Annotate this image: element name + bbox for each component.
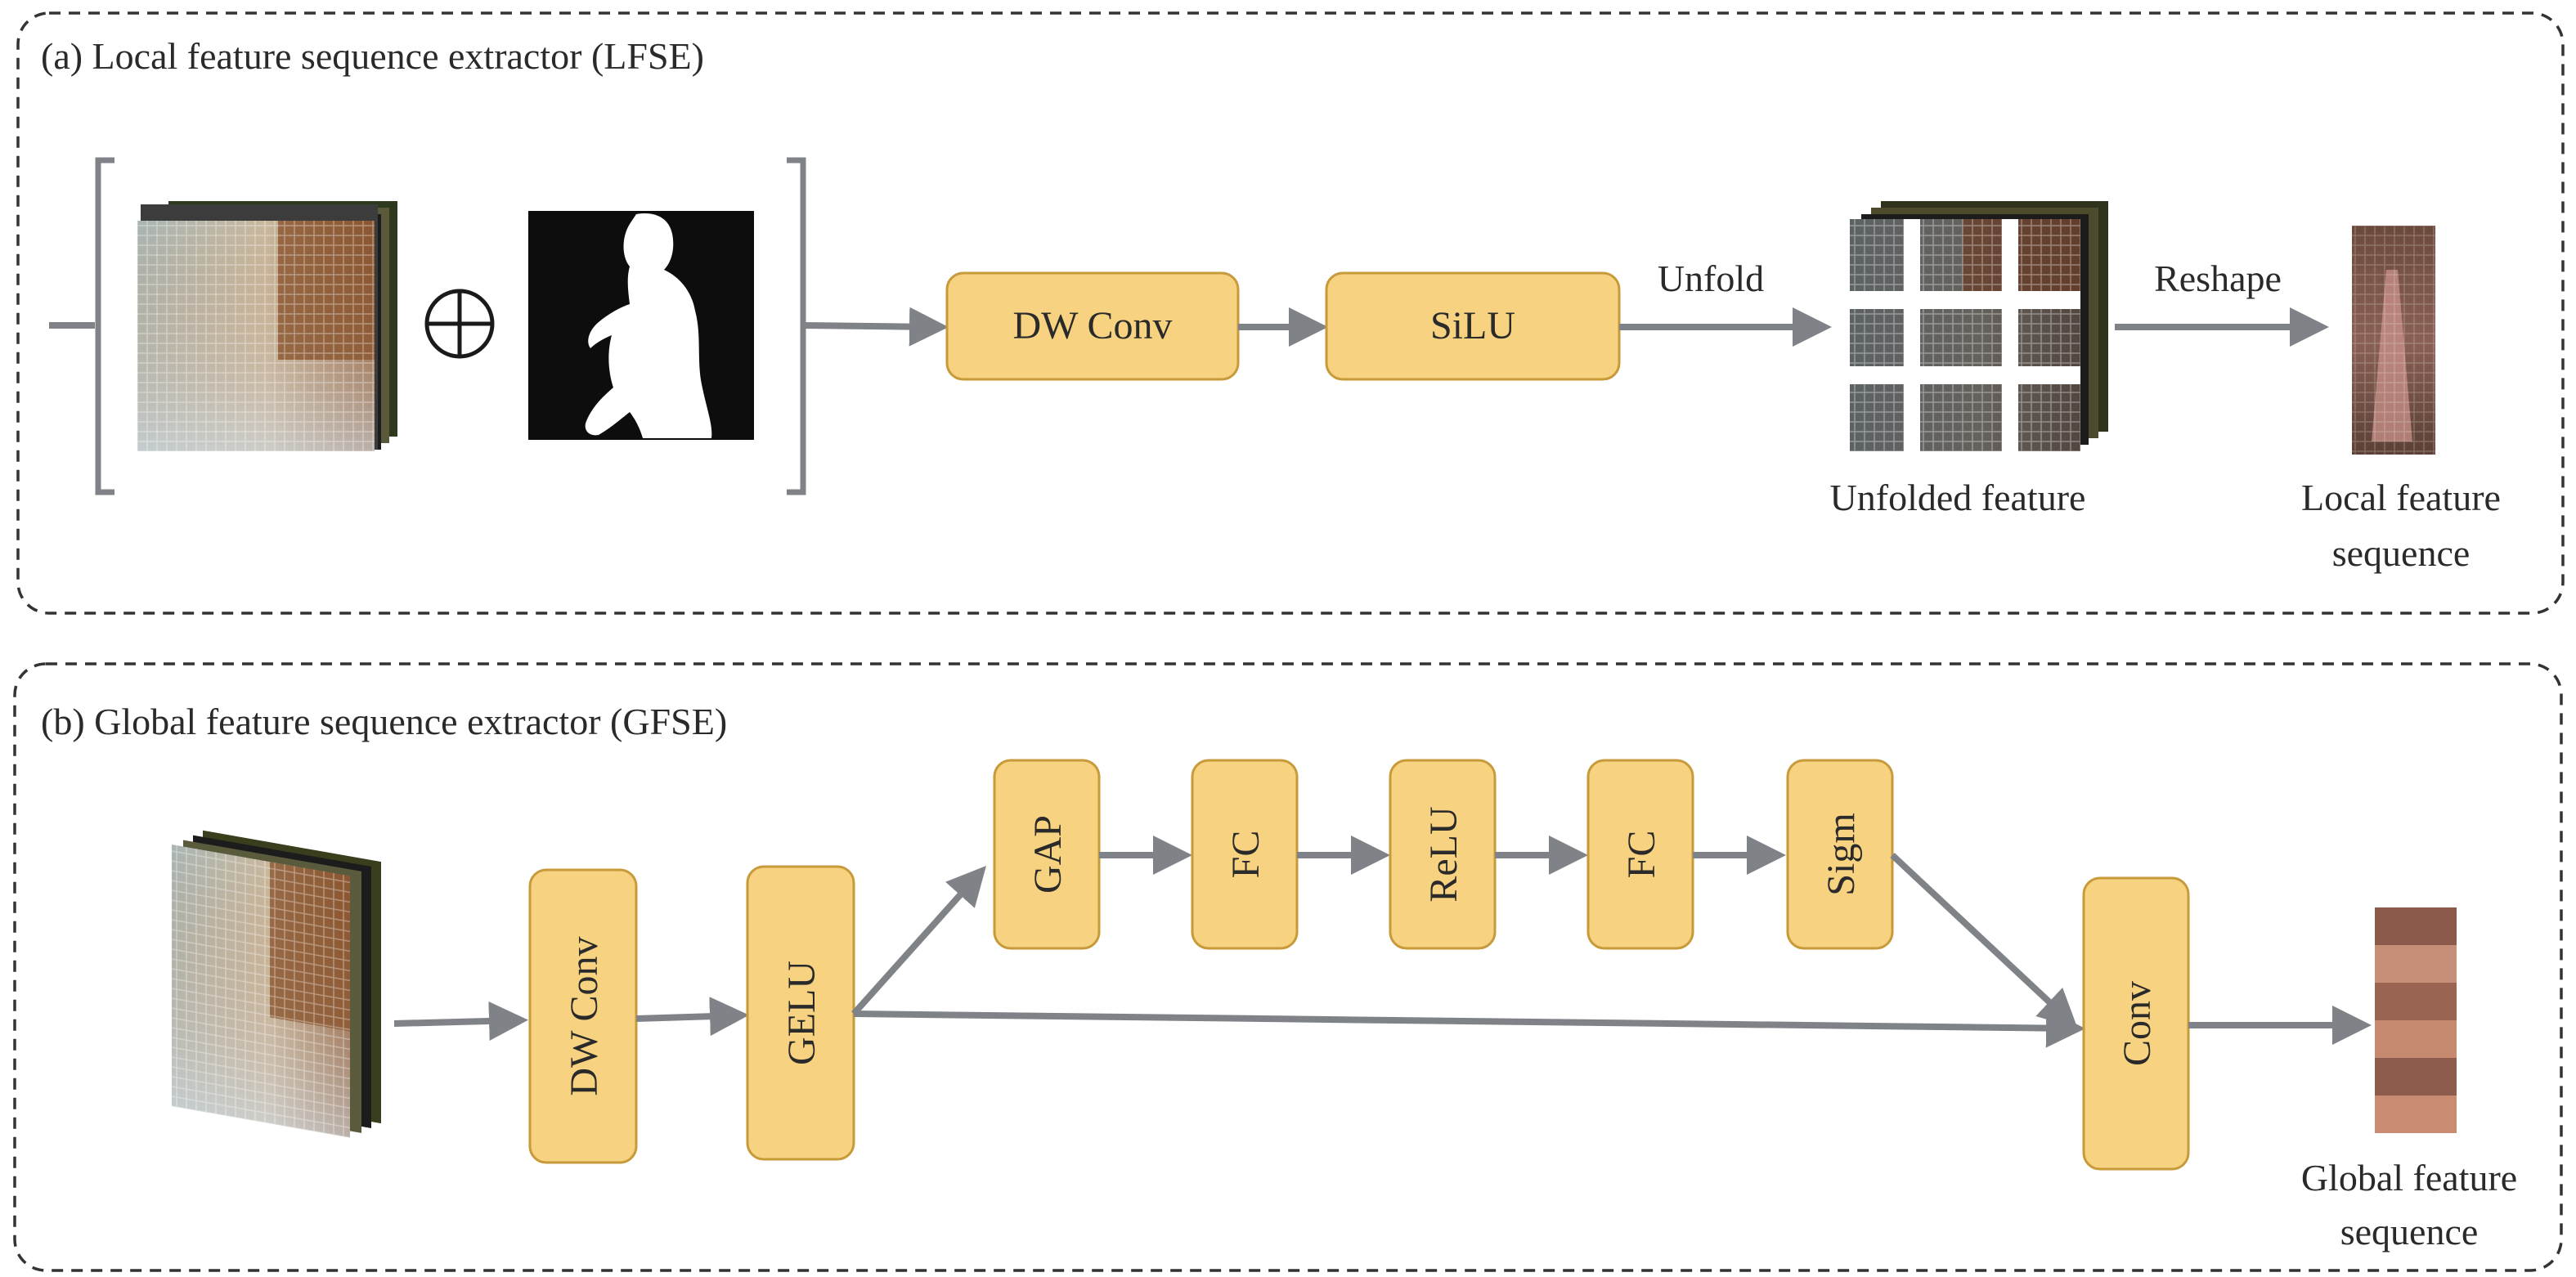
reshape-label: Reshape [2154, 258, 2282, 299]
silu-label: SiLU [1430, 304, 1515, 347]
panel-b-border [13, 662, 2563, 1272]
unfold-label: Unfold [1658, 258, 1764, 299]
arrow-to-dwconv [802, 307, 949, 347]
arrow-to-dwconv-b [393, 1001, 528, 1041]
arrow-to-gap [851, 866, 987, 1016]
gap-label: GAP [1026, 815, 1070, 894]
arrow-sigm-to-conv [1890, 853, 2078, 1029]
dw-conv-label-b: DW Conv [563, 936, 606, 1096]
right-bracket [787, 157, 806, 495]
arrow-skip-to-conv [853, 1008, 2085, 1048]
segmentation-mask [528, 211, 754, 440]
local-seq-caption-2: sequence [2332, 532, 2471, 574]
concat-operator-icon [424, 289, 495, 359]
fc1-label: FC [1224, 831, 1268, 879]
sigm-block [1786, 759, 1894, 950]
conv-label: Conv [2116, 981, 2159, 1066]
local-seq-caption-1: Local feature [2301, 477, 2501, 518]
local-feature-sequence [2352, 226, 2435, 455]
gelu-label: GELU [780, 961, 824, 1065]
relu-label: ReLU [1422, 806, 1465, 902]
global-seq-caption-1: Global feature [2301, 1157, 2517, 1199]
input-feature-stack [137, 201, 397, 451]
panel-b-title: (b) Global feature sequence extractor (G… [41, 701, 727, 742]
panel-a-title: (a) Local feature sequence extractor (LF… [41, 35, 704, 77]
dw-conv-label-a: DW Conv [1012, 304, 1172, 347]
global-input-feature-stack [172, 830, 381, 1138]
panel-a: (a) Local feature sequence extractor (LF… [16, 11, 2565, 615]
panel-a-border [16, 11, 2565, 615]
unfolded-feature-caption: Unfolded feature [1830, 477, 2086, 518]
panel-b: (b) Global feature sequence extractor (G… [13, 662, 2563, 1272]
global-feature-sequence [2375, 907, 2457, 1133]
unfolded-feature-stack [1850, 201, 2108, 451]
arrow-to-gelu [635, 997, 749, 1037]
global-seq-caption-2: sequence [2340, 1211, 2479, 1252]
left-bracket [95, 157, 114, 495]
sigm-label: Sigm [1820, 813, 1863, 895]
fc2-label: FC [1620, 831, 1663, 879]
